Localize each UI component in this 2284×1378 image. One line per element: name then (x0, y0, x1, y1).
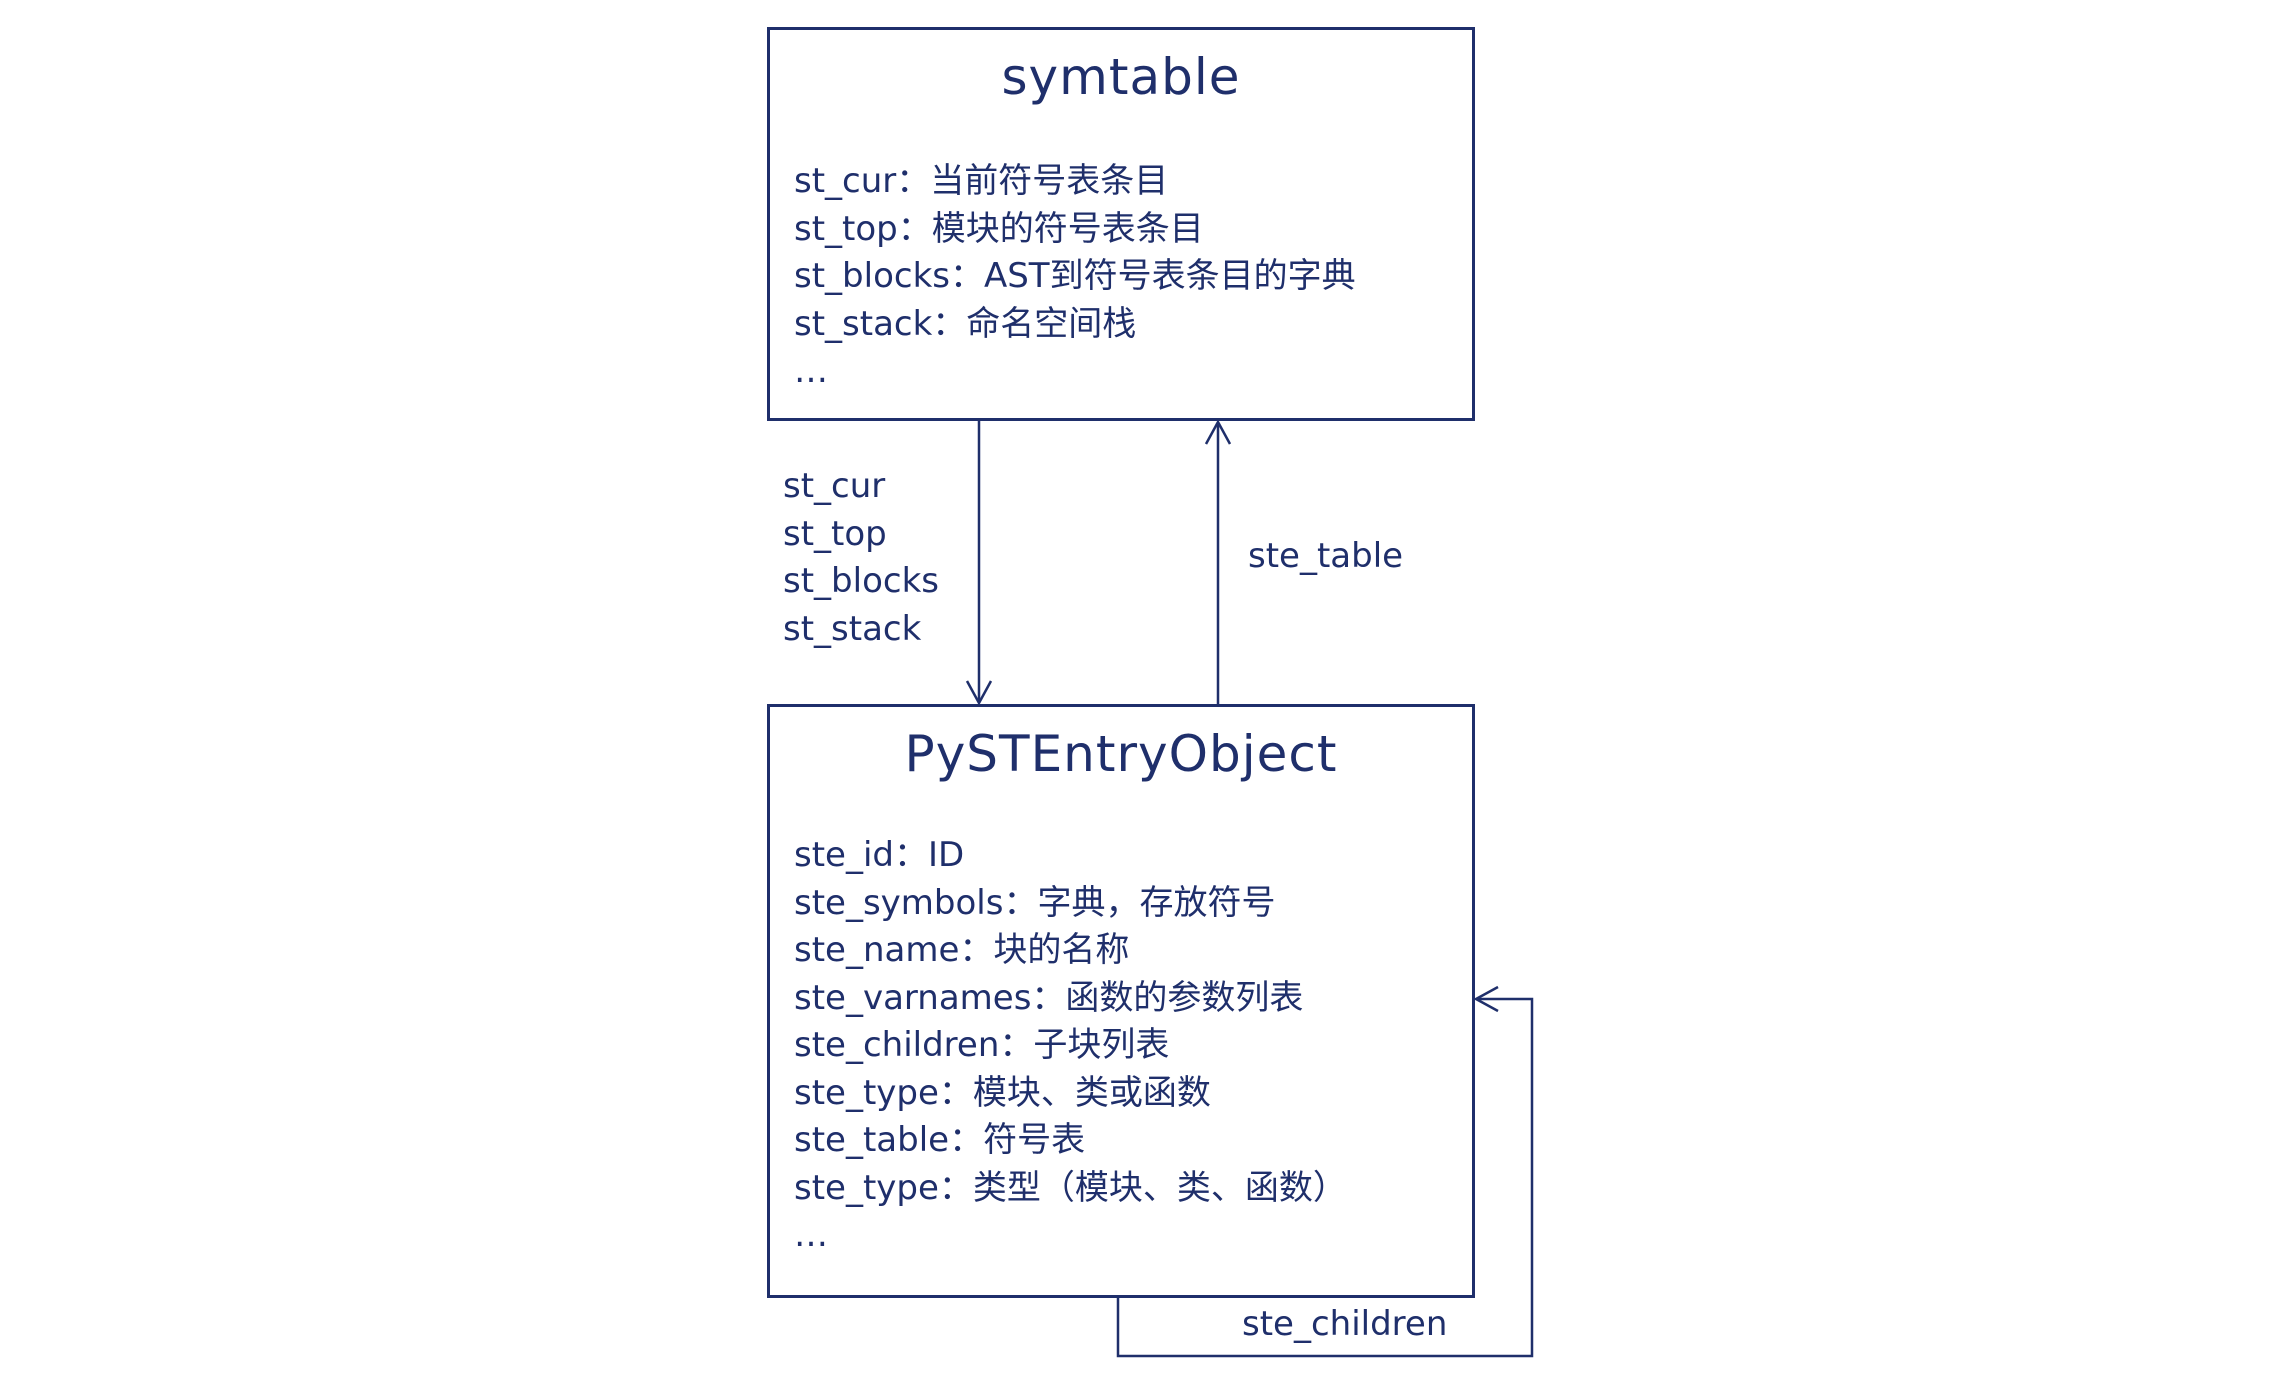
entry-field: ste_id：ID (794, 835, 965, 875)
edge-entry-to-symtable (1204, 419, 1232, 704)
entry-field: ste_symbols：字典，存放符号 (794, 882, 1276, 923)
edge-label-item: st_cur (783, 466, 886, 506)
pystentryobject-title: PySTEntryObject (904, 725, 1338, 783)
symtable-field-ellipsis: … (794, 351, 828, 391)
symtable-field: st_blocks：AST到符号表条目的字典 (794, 256, 1356, 296)
symtable-field-list: st_cur：当前符号表条目 st_top：模块的符号表条目 st_blocks… (794, 158, 1356, 396)
entry-field: ste_type：模块、类或函数 (794, 1072, 1211, 1113)
symtable-box: symtable st_cur：当前符号表条目 st_top：模块的符号表条目 … (767, 27, 1475, 421)
symtable-field: st_cur：当前符号表条目 (794, 161, 1169, 201)
symtable-field: st_top：模块的符号表条目 (794, 208, 1204, 249)
edge-label-symtable-to-entry: st_cur st_top st_blocks st_stack (783, 463, 939, 653)
symtable-field: st_stack：命名空间栈 (794, 303, 1137, 344)
pystentryobject-box: PySTEntryObject ste_id：ID ste_symbols：字典… (767, 704, 1475, 1298)
pystentryobject-field-list: ste_id：ID ste_symbols：字典，存放符号 ste_name：块… (794, 832, 1347, 1260)
arrowhead-left-icon (1473, 985, 1499, 1013)
edge-label-ste-table: ste_table (1248, 536, 1404, 576)
entry-field: ste_varnames：函数的参数列表 (794, 977, 1304, 1018)
entry-field: ste_type：类型（模块、类、函数） (794, 1167, 1347, 1208)
entry-field: ste_table：符号表 (794, 1120, 1086, 1160)
edge-label-item: st_top (783, 513, 887, 554)
symtable-title: symtable (1001, 48, 1241, 106)
edge-label-ste-children: ste_children (1242, 1304, 1448, 1344)
edge-symtable-to-entry (965, 421, 993, 706)
entry-field: ste_children：子块列表 (794, 1025, 1170, 1065)
arrowhead-down-icon (965, 680, 993, 706)
entry-field-ellipsis: … (794, 1215, 828, 1255)
edge-label-item: st_stack (783, 608, 922, 649)
arrowhead-up-icon (1204, 419, 1232, 445)
edge-label-item: st_blocks (783, 561, 939, 601)
entry-field: ste_name：块的名称 (794, 930, 1130, 970)
